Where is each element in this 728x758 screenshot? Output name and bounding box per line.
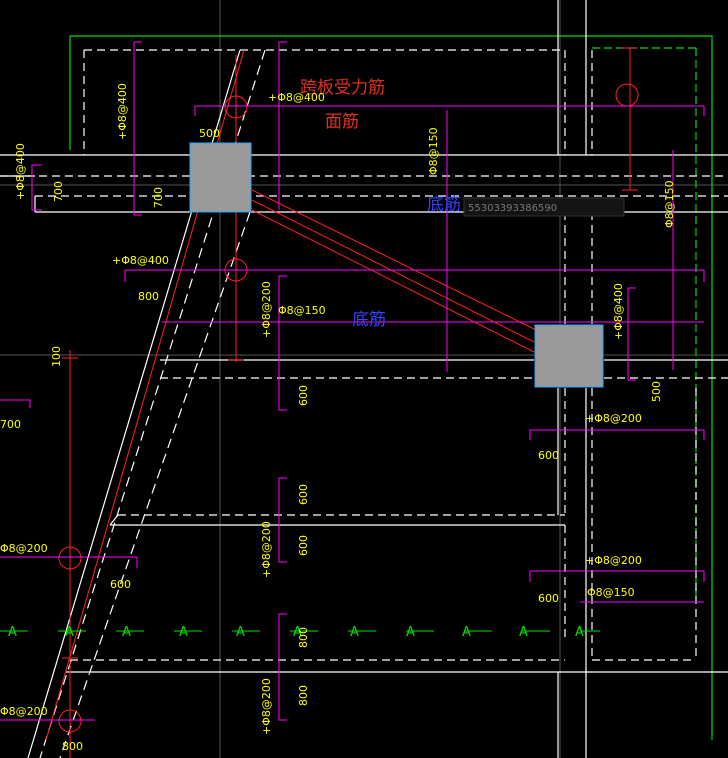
annotations-horizontal: +Φ8@400 500 +Φ8@400 800 Φ8@150 700 +Φ8@2…: [0, 91, 642, 753]
annotation: Φ8@150: [663, 180, 676, 228]
annotation: +Φ8@200: [260, 678, 273, 735]
annotation: +Φ8@200: [260, 281, 273, 338]
red-rebar: [45, 47, 639, 758]
green-boundary: [69, 35, 713, 740]
annotation: 600: [297, 535, 310, 556]
annotation: 600: [297, 484, 310, 505]
grid-axis-label: A: [406, 625, 415, 640]
annotation: +Φ8@400: [268, 91, 325, 104]
span-rebar-label: 跨板受力筋: [300, 78, 385, 98]
grid-axis-label: A: [293, 625, 302, 640]
magenta-rebar: [0, 41, 705, 721]
grid-axis-label: A: [519, 625, 528, 640]
annotation: +Φ8@200: [585, 412, 642, 425]
annotation: +Φ8@200: [260, 521, 273, 578]
grid-axis-label: A: [350, 625, 359, 640]
grid-axis-label: A: [575, 625, 584, 640]
tooltip-text: 55303393386590: [468, 203, 557, 214]
grid-axis-label: A: [8, 625, 17, 640]
annotations-vertical: +Φ8@400 +Φ8@400 700 700 Φ8@150 Φ8@150 +Φ…: [14, 83, 676, 735]
annotation: 800: [138, 290, 159, 303]
annotation: 600: [297, 385, 310, 406]
annotation: 500: [650, 381, 663, 402]
annotation: Φ8@200: [0, 542, 48, 555]
top-rebar-label: 面筋: [325, 112, 359, 132]
grid-axis-label: A: [65, 625, 74, 640]
annotation: +Φ8@400: [14, 143, 27, 200]
annotation: Φ8@200: [0, 705, 48, 718]
annotation: Φ8@150: [587, 586, 635, 599]
annotation: 700: [152, 187, 165, 208]
grid-axis-label: A: [462, 625, 471, 640]
column-right[interactable]: [534, 324, 604, 388]
hover-tooltip: 55303393386590: [463, 197, 625, 217]
bottom-rebar-label-2: 底筋: [352, 310, 386, 330]
annotation: 600: [110, 578, 131, 591]
annotation: +Φ8@400: [116, 83, 129, 140]
annotation: 800: [297, 627, 310, 648]
bottom-rebar-label-1: 底筋: [427, 195, 461, 215]
annotation: +Φ8@400: [112, 254, 169, 267]
column-upper-left[interactable]: [189, 142, 252, 213]
grid-axis-label: A: [236, 625, 245, 640]
annotation: +Φ8@400: [612, 283, 625, 340]
annotation: 600: [538, 592, 559, 605]
annotation: 700: [0, 418, 21, 431]
grid-axis-label: A: [179, 625, 188, 640]
annotation: 800: [62, 740, 83, 753]
annotation: 600: [538, 449, 559, 462]
annotation: 100: [50, 346, 63, 367]
annotation: 800: [297, 685, 310, 706]
annotation: Φ8@150: [427, 127, 440, 175]
grid-axis-label: A: [122, 625, 131, 640]
columns: [189, 142, 604, 388]
annotation: 500: [199, 127, 220, 140]
annotation: 700: [52, 181, 65, 202]
annotation: +Φ8@200: [585, 554, 642, 567]
annotation: Φ8@150: [278, 304, 326, 317]
